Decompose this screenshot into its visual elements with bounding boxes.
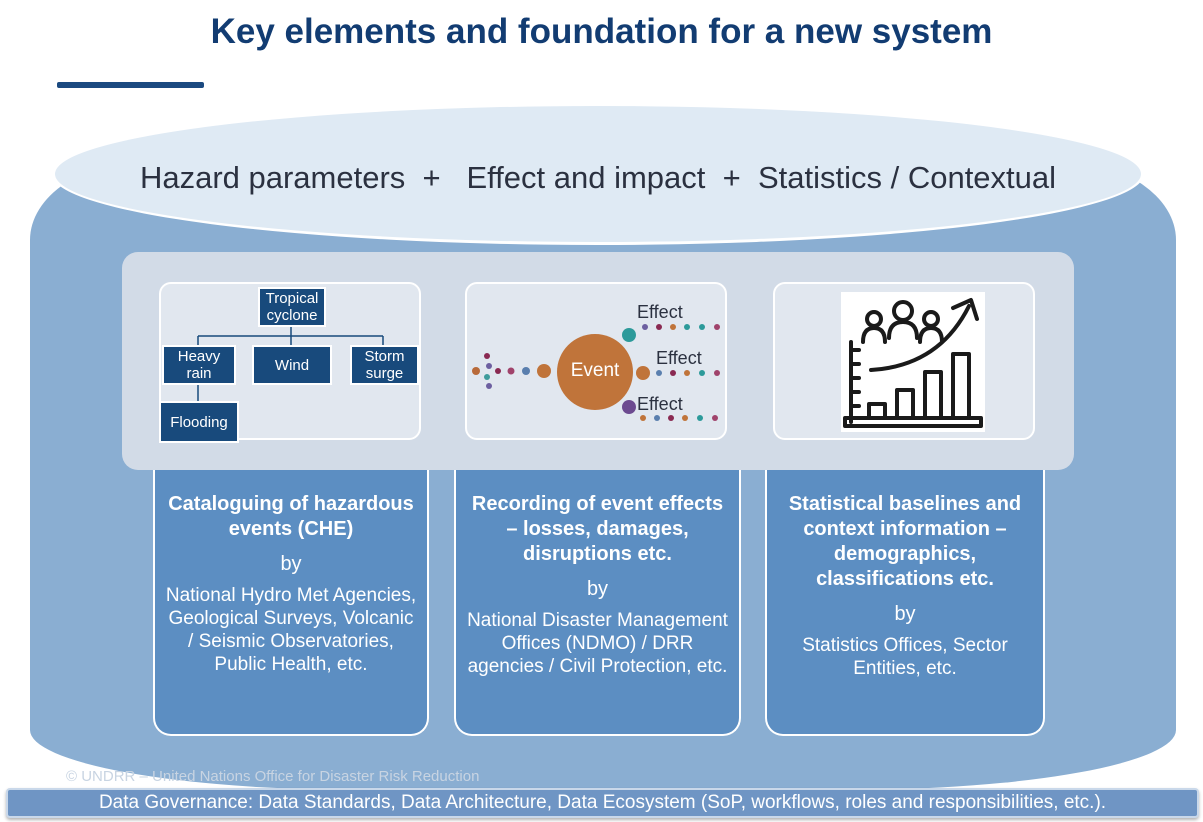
node-storm-surge: Storm surge bbox=[350, 345, 419, 385]
event-circle-label: Event bbox=[570, 360, 620, 381]
node-flooding: Flooding bbox=[159, 401, 239, 443]
cylinder-top-text: Hazard parameters + Effect and impact + … bbox=[139, 160, 1057, 195]
data-governance-bar: Data Governance: Data Standards, Data Ar… bbox=[6, 788, 1199, 818]
column-heading: Cataloguing of hazardous events (CHE) bbox=[168, 493, 414, 540]
column-by: by bbox=[586, 578, 609, 600]
column-by: by bbox=[894, 603, 916, 625]
hazard-tree-card: Tropical cyclone Heavy rain Wind Storm s… bbox=[159, 282, 421, 443]
effect-label-middle: Effect bbox=[656, 348, 702, 368]
effect-label-bottom: Effect bbox=[637, 394, 683, 414]
copyright-text: © UNDRR – United Nations Office for Disa… bbox=[66, 768, 480, 785]
statistics-card bbox=[773, 282, 1035, 440]
column-event-effects: Recording of event effects – losses, dam… bbox=[454, 470, 741, 736]
event-dots-graphic bbox=[472, 324, 720, 421]
column-body: Statistics Offices, Sector Entities, etc… bbox=[802, 635, 1008, 679]
column-body: National Disaster Management Offices (ND… bbox=[467, 610, 728, 677]
cylinder-top bbox=[52, 103, 1144, 245]
hazard-tree-connectors bbox=[197, 324, 384, 402]
column-che: Cataloguing of hazardous events (CHE) by… bbox=[153, 470, 429, 736]
page-title: Key elements and foundation for a new sy… bbox=[210, 12, 993, 51]
effect-label-top: Effect bbox=[637, 302, 683, 322]
column-heading: Recording of event effects – losses, dam… bbox=[471, 493, 724, 565]
column-body: National Hydro Met Agencies, Geological … bbox=[165, 585, 417, 675]
column-by: by bbox=[280, 553, 302, 575]
column-heading: Statistical baselines and context inform… bbox=[788, 493, 1022, 590]
people-growth-chart-icon bbox=[841, 292, 985, 432]
node-wind: Wind bbox=[252, 345, 332, 385]
column-statistics: Statistical baselines and context inform… bbox=[765, 470, 1045, 736]
event-effects-card: Event Effect Effect Effect bbox=[465, 282, 727, 440]
node-tropical-cyclone: Tropical cyclone bbox=[258, 287, 326, 327]
node-heavy-rain: Heavy rain bbox=[162, 345, 236, 385]
title-accent-bar bbox=[57, 82, 204, 88]
